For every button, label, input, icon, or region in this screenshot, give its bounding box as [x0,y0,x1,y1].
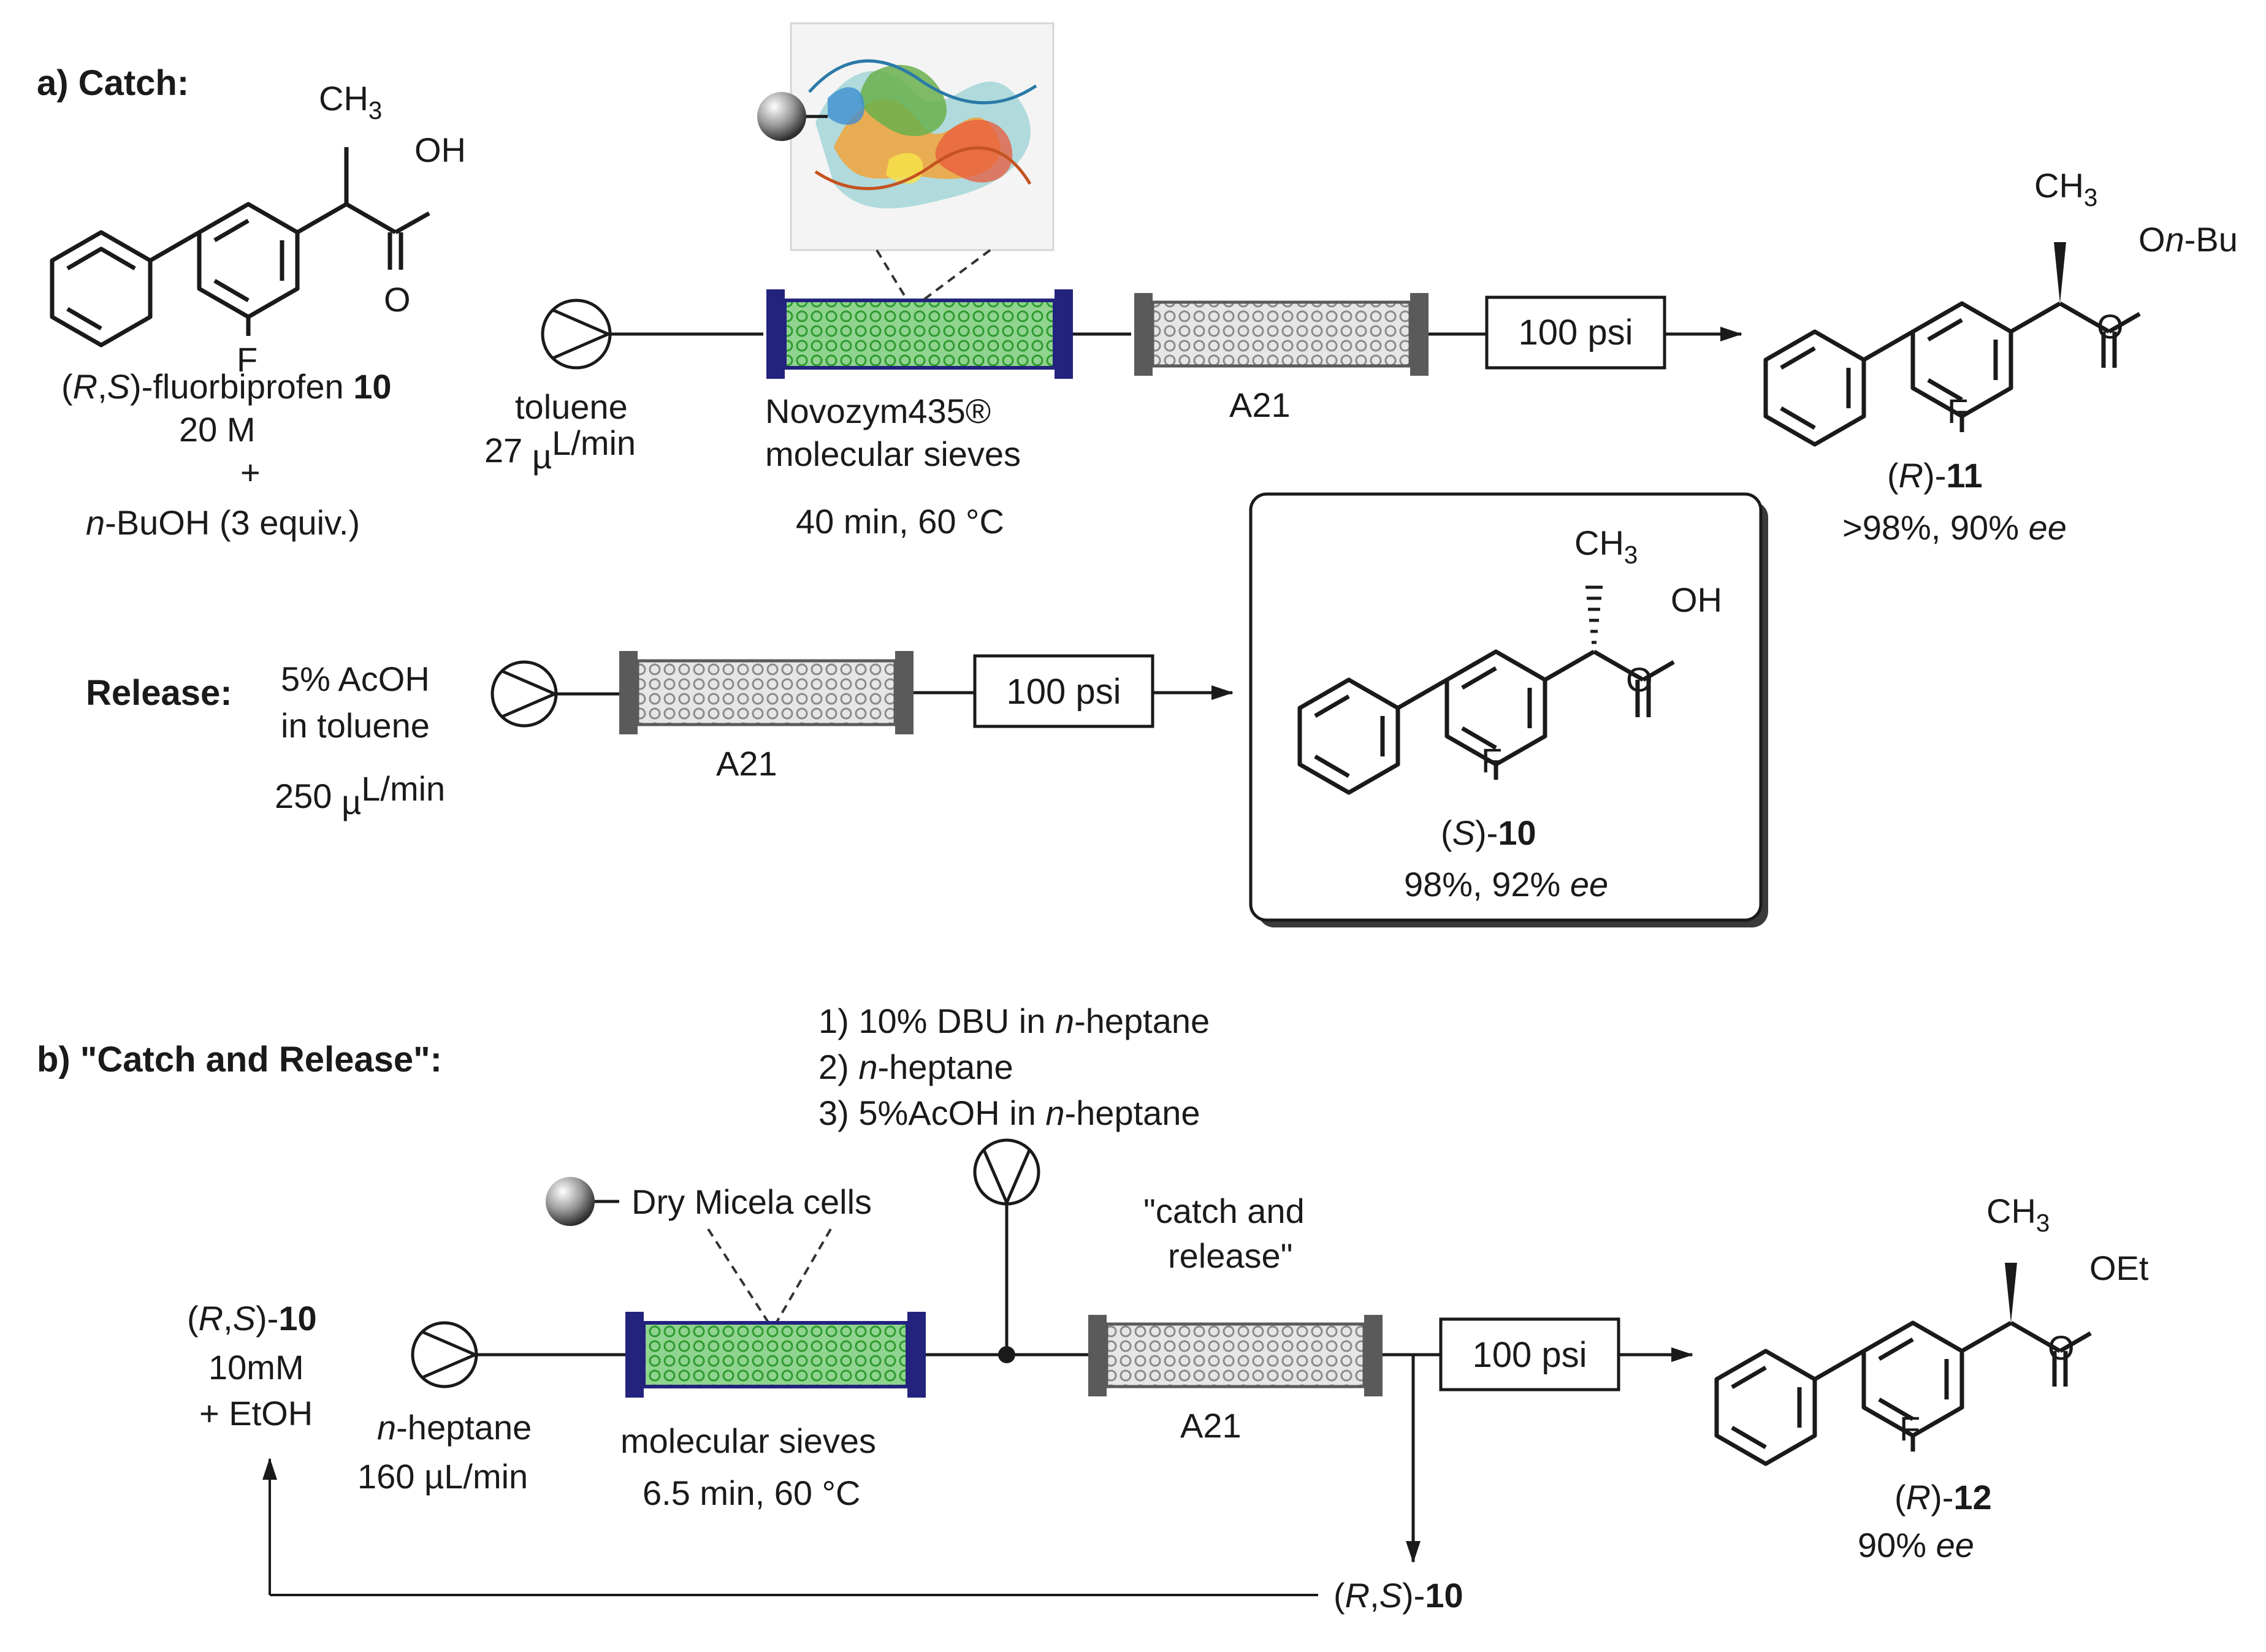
a21-label-b: A21 [1180,1406,1242,1445]
feed-plus: + EtOH [199,1394,313,1433]
product-11-label: (R)-11 [1887,456,1983,495]
start-conc: 20 M [179,410,256,449]
wedge-bond [2005,1263,2017,1323]
oet-label: OEt [2089,1249,2149,1287]
onbu-label: On-Bu [2138,220,2238,259]
pump-solvent-b: n-heptane [377,1408,532,1447]
cells-label: Dry Micela cells [631,1182,872,1221]
product-12-label: (R)-12 [1894,1478,1992,1517]
conditions-b: 6.5 min, 60 °C [643,1474,860,1512]
feed-conc: 10mM [208,1348,304,1387]
product-s10-yield: 98%, 92% ee [1404,865,1608,904]
bpr-label-a: 100 psi [1518,313,1633,352]
bead-icon [546,1177,619,1226]
packed-column [766,289,1073,379]
flow-rate-a: 27 µL/min [484,424,636,476]
recycle-label: (R,S)-10 [1333,1576,1463,1615]
fluorbiprofen-structure [50,147,430,348]
ch3-label-a: CH3 [319,79,382,124]
o-label-s10: O [1626,660,1653,699]
product-box [1249,492,1768,927]
zoom-line [921,249,991,302]
enzyme-col-label-1: Novozym435® [765,392,991,430]
product-12-yield: 90% ee [1858,1526,1974,1564]
section-b-heading: b) "Catch and Release": [37,1040,442,1079]
product-s10-structure [1297,649,1675,795]
flow-rate-b: 160 µL/min [357,1457,528,1496]
zoom-line [707,1228,771,1325]
packed-column [619,651,914,734]
bpr-label-b: 100 psi [1472,1335,1587,1375]
pump-icon [411,1321,479,1388]
oh-label-s10: OH [1671,580,1722,619]
section-a-heading: a) Catch: [37,63,189,103]
plus-sign: + [240,453,261,492]
catch-label-1: "catch and [1143,1192,1305,1230]
step-1: 1) 10% DBU in n-heptane [818,1002,1210,1040]
product-12-structure [1714,1320,2092,1466]
start-material-label: (R,S)-fluorbiprofen 10 [61,367,392,406]
feed-label: (R,S)-10 [187,1299,317,1338]
release-solvent-1: 5% AcOH [281,660,430,698]
pump-icon [490,660,559,728]
f-label-s10: F [1481,741,1502,780]
ch3-label-11: CH3 [2034,166,2097,211]
back-pressure-regulator [1485,295,1666,370]
ch3-label-s10: CH3 [1574,523,1638,569]
bead-icon [757,92,828,141]
back-pressure-regulator [1439,1317,1620,1391]
pump-icon [973,1138,1040,1207]
t-junction [998,1346,1015,1363]
f-label-12: F [1899,1409,1920,1448]
catch-label-2: release" [1168,1236,1293,1275]
f-label-11: F [1947,392,1968,430]
back-pressure-regulator [973,654,1154,728]
a21-label-a: A21 [1229,386,1291,424]
protein-icon [790,22,1055,251]
wedge-bond [2054,242,2066,303]
bpr-label-release: 100 psi [1006,672,1121,712]
enzyme-col-label-2: molecular sieves [765,435,1021,473]
step-3: 3) 5%AcOH in n-heptane [818,1094,1200,1132]
pump-solvent-a: toluene [515,387,628,426]
zoom-line [774,1228,832,1325]
packed-column [625,1312,926,1398]
product-s10-label: (S)-10 [1441,813,1536,852]
hash-bond [1585,585,1603,644]
product-11-yield: >98%, 90% ee [1842,508,2067,547]
oh-label-a: OH [414,131,466,169]
o-label-12: O [2048,1328,2075,1367]
product-11-structure [1763,301,2141,447]
o-label-a: O [384,280,411,319]
conditions-a: 40 min, 60 °C [796,502,1004,541]
nbuoh-label: n-BuOH (3 equiv.) [86,503,360,542]
col-label-b: molecular sieves [620,1422,876,1460]
packed-column [1134,293,1429,376]
o-label-11: O [2097,307,2124,346]
a21-label-release: A21 [716,744,777,783]
release-heading: Release: [86,673,232,713]
pump-icon [541,299,612,370]
f-label-a: F [237,340,258,379]
ch3-label-12: CH3 [1986,1192,2050,1237]
zoom-line [876,249,909,302]
flow-rate-release: 250 µL/min [275,769,445,821]
release-solvent-2: in toluene [281,706,430,745]
step-2: 2) n-heptane [818,1048,1013,1086]
packed-column [1088,1315,1383,1396]
